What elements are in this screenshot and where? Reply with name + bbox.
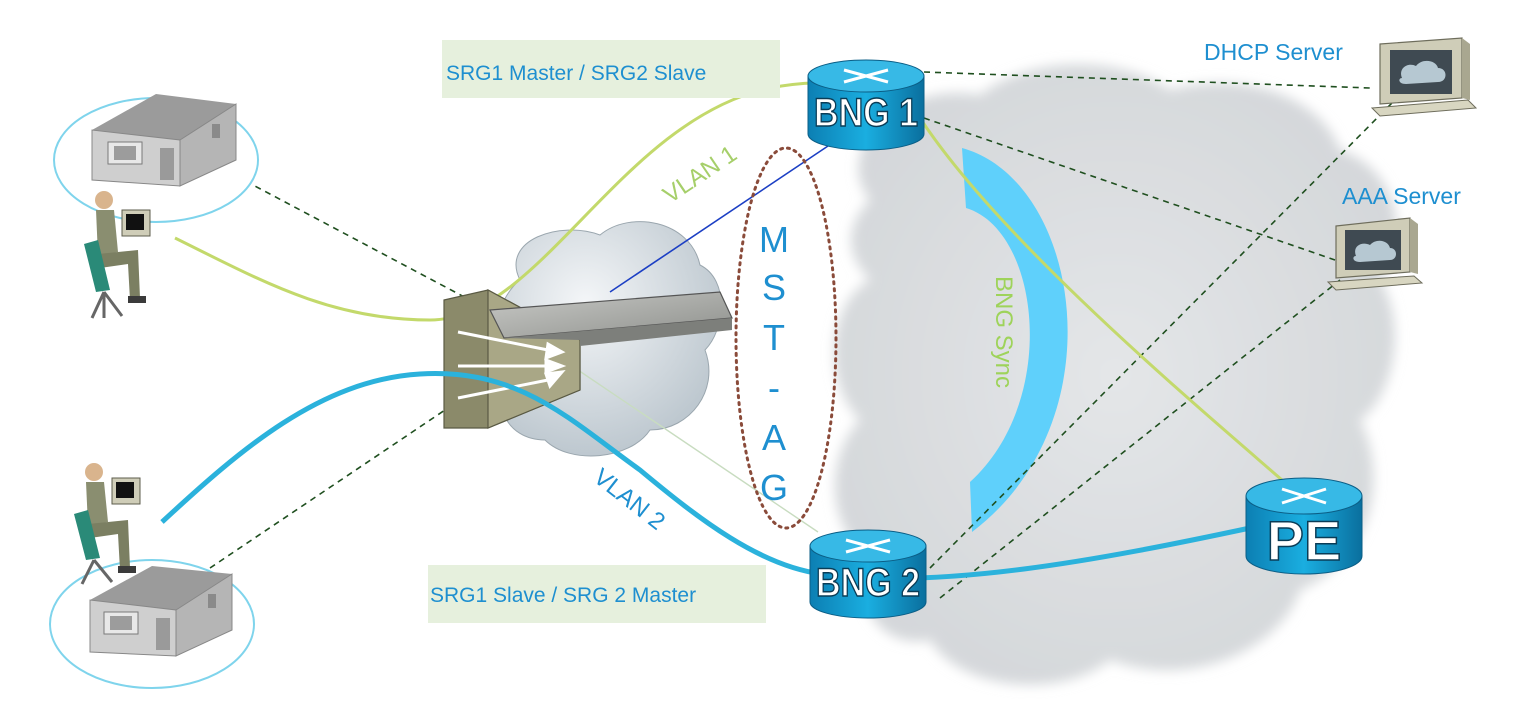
vlan2-label: VLAN 2 xyxy=(588,463,670,535)
srg-bottom-label: SRG1 Slave / SRG 2 Master xyxy=(430,584,696,607)
mst-ag-letter: - xyxy=(768,367,780,408)
dashed-links xyxy=(209,71,1396,599)
mst-ag-letter: S xyxy=(762,267,786,308)
aaa-server-icon xyxy=(1326,217,1424,291)
dhcp-server-icon xyxy=(1370,37,1478,117)
vlan2-link xyxy=(160,371,1251,581)
router-bng2: BNG 2 xyxy=(809,529,927,619)
srg-top-label: SRG1 Master / SRG2 Slave xyxy=(446,62,706,85)
srg-bottom-box xyxy=(428,565,766,623)
aaa-server-label: AAA Server xyxy=(1342,183,1461,209)
vlan1-label: VLAN 1 xyxy=(658,140,742,209)
home-icon xyxy=(49,559,255,689)
bng-sync-label: BNG Sync xyxy=(990,276,1017,388)
dhcp-server-label: DHCP Server xyxy=(1204,39,1343,65)
router-bng2-label: BNG 2 xyxy=(816,561,920,605)
mst-ag-letter: A xyxy=(762,417,786,458)
bng-sync-arc xyxy=(962,148,1068,532)
router-pe-label: PE xyxy=(1267,509,1342,572)
router-bng1-label: BNG 1 xyxy=(814,91,918,135)
mst-ag-ring xyxy=(734,146,838,530)
user-icon xyxy=(74,463,141,585)
router-bng1: BNG 1 xyxy=(807,59,925,151)
srg-top-box xyxy=(442,40,780,98)
mst-ag-letter: G xyxy=(760,467,788,508)
mst-ag-label: M S T - A G xyxy=(759,219,789,508)
access-switch xyxy=(443,288,733,429)
switch-bng2-link xyxy=(574,367,819,533)
home-icon xyxy=(53,94,259,223)
mst-ag-letter: T xyxy=(763,317,785,358)
user-icon xyxy=(84,191,151,319)
switch-bng1-link xyxy=(609,145,829,293)
router-pe: PE xyxy=(1245,477,1363,575)
mst-ag-letter: M xyxy=(759,219,789,260)
